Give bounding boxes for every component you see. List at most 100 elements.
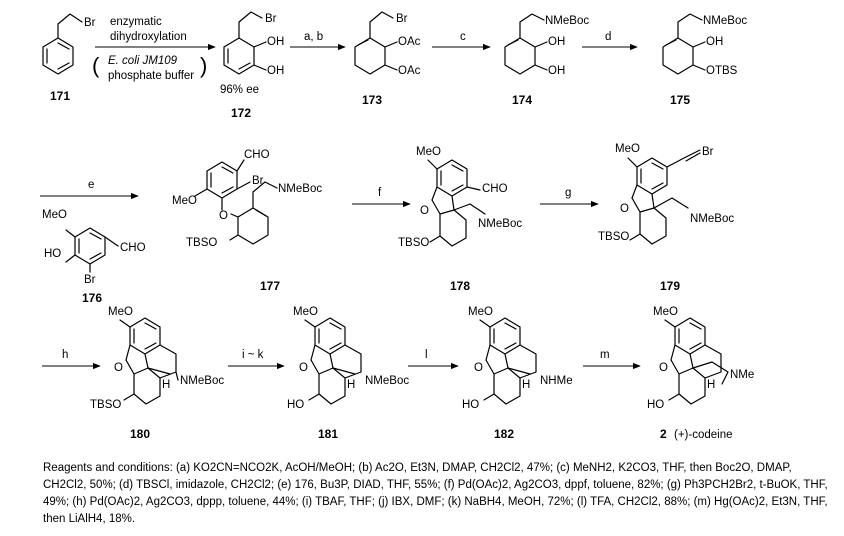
hydroxyl-label: OH xyxy=(267,65,284,77)
tbs-ether-label: TBSO xyxy=(598,231,629,243)
nmeboc-label: NMeBoc xyxy=(478,218,522,230)
arrow-label: l xyxy=(425,349,428,361)
hydroxyl-label: OH xyxy=(267,36,284,48)
tbs-ether-label: TBSO xyxy=(90,399,121,411)
nmeboc-label: NMeBoc xyxy=(690,213,734,225)
hydroxyl-label: OH xyxy=(706,36,723,48)
bromo-label: Br xyxy=(265,13,277,25)
ether-oxygen-label: O xyxy=(299,362,308,374)
compound-number: 172 xyxy=(231,106,251,120)
arrow-label: m xyxy=(600,349,610,361)
arrow-label: d xyxy=(605,31,611,43)
compound-number: 180 xyxy=(130,427,150,441)
arrow-label-line3: E. coli JM109 xyxy=(108,55,178,67)
reaction-arrow-c: c xyxy=(432,31,491,51)
compound-179: MeO Br O NMeBoc TBSO 179 xyxy=(598,143,734,293)
arrow-label: i ~ k xyxy=(242,349,264,361)
ether-oxygen-label: O xyxy=(420,205,429,217)
compound-number: 175 xyxy=(670,93,690,107)
compound-181: MeO O NMeBoc H HO 181 xyxy=(287,306,409,441)
nmeboc-label: NMeBoc xyxy=(703,15,747,27)
compound-171: Br 171 xyxy=(42,13,96,103)
reaction-arrow-d: d xyxy=(582,31,638,51)
compound-number: 174 xyxy=(512,93,532,107)
hydroxyl-label: HO xyxy=(287,399,304,411)
footnote-text: Reagents and conditions: (a) KO2CN=NCO2K… xyxy=(43,462,828,525)
methoxy-label: MeO xyxy=(468,306,493,318)
nmeboc-label: NMeBoc xyxy=(365,375,409,387)
methoxy-label: MeO xyxy=(615,143,640,155)
nme-label: NMe xyxy=(730,369,754,381)
benzene-ring-structure xyxy=(42,13,83,75)
ether-oxygen-label: O xyxy=(114,362,123,374)
arrow-label-line4: phosphate buffer xyxy=(108,70,194,82)
tbs-ether-label: TBSO xyxy=(186,237,217,249)
compound-176: MeO HO Br CHO 176 xyxy=(42,209,146,305)
compound-number: 178 xyxy=(450,279,470,293)
methoxy-label: MeO xyxy=(108,306,133,318)
reaction-arrow-ik: i ~ k xyxy=(228,349,285,370)
compound-number: 176 xyxy=(82,291,102,305)
synthesis-scheme: Br 171 enzymatic dihydroxylation ( E. co… xyxy=(40,11,754,441)
methoxy-label: MeO xyxy=(416,146,441,158)
compound-number: 182 xyxy=(494,427,514,441)
compound-175: NMeBoc OH OTBS 175 xyxy=(662,13,747,107)
compound-2-codeine: MeO O NMe H HO 2 (+)-codeine xyxy=(647,306,754,441)
aldehyde-label: CHO xyxy=(120,242,146,254)
methoxy-label: MeO xyxy=(653,306,678,318)
arrow-label-line2: dihydroxylation xyxy=(110,31,187,43)
acetate-label: OAc xyxy=(398,65,421,77)
acetate-label: OAc xyxy=(398,36,421,48)
bromo-label: Br xyxy=(84,274,96,286)
nmeboc-label: NMeBoc xyxy=(545,15,589,27)
bromo-label: Br xyxy=(252,175,264,187)
ether-oxygen-label: O xyxy=(219,210,228,222)
reaction-arrow-g: g xyxy=(540,187,599,208)
bromo-label: Br xyxy=(702,146,714,158)
arrow-label-line1: enzymatic xyxy=(110,16,162,28)
ether-oxygen-label: O xyxy=(620,203,629,215)
reaction-arrow-l: l xyxy=(408,349,459,370)
arrow-label: g xyxy=(565,187,571,199)
methoxy-label: MeO xyxy=(172,195,197,207)
compound-name: (+)-codeine xyxy=(674,429,733,441)
methoxy-label: MeO xyxy=(42,209,67,221)
reaction-arrow-h: h xyxy=(42,349,101,370)
reaction-arrow-f: f xyxy=(352,187,411,208)
compound-174: NMeBoc OH OH 174 xyxy=(504,13,589,107)
compound-172: Br OH OH 96% ee 172 xyxy=(220,11,284,120)
reaction-arrow-ab: a, b xyxy=(290,31,346,51)
nhme-label: NHMe xyxy=(540,375,573,387)
hydroxyl-label: OH xyxy=(548,65,565,77)
compound-177: CHO Br NMeBoc MeO O TBSO 177 xyxy=(172,149,322,293)
hydrogen-label: H xyxy=(522,379,530,391)
arrow-label: a, b xyxy=(304,31,323,43)
hydrogen-label: H xyxy=(347,379,355,391)
arrow-label: c xyxy=(460,31,466,43)
ether-oxygen-label: O xyxy=(659,362,668,374)
compound-180: MeO O NMeBoc H TBSO 180 xyxy=(90,306,224,441)
reaction-arrow-m: m xyxy=(583,349,641,370)
bromo-label: Br xyxy=(84,17,96,29)
compound-number: 181 xyxy=(318,427,338,441)
compound-number: 171 xyxy=(50,89,70,103)
arrow-label: f xyxy=(378,187,382,199)
arrow-label: e xyxy=(88,179,94,191)
compound-number: 173 xyxy=(362,93,382,107)
paren-right: ) xyxy=(200,53,207,78)
hydroxyl-label: HO xyxy=(647,399,664,411)
enantiomeric-excess: 96% ee xyxy=(220,84,259,96)
aldehyde-label: CHO xyxy=(482,183,508,195)
reaction-arrow-dihydroxylation: enzymatic dihydroxylation ( E. coli JM10… xyxy=(92,16,216,82)
compound-173: Br OAc OAc 173 xyxy=(354,11,421,107)
methoxy-label: MeO xyxy=(293,306,318,318)
bromo-label: Br xyxy=(396,13,408,25)
hydroxyl-label: HO xyxy=(462,399,479,411)
tbs-ether-label: TBSO xyxy=(398,237,429,249)
hydroxyl-label: HO xyxy=(44,248,61,260)
reagents-and-conditions: Reagents and conditions: (a) KO2CN=NCO2K… xyxy=(43,460,833,528)
hydroxyl-label: OH xyxy=(548,36,565,48)
compound-number: 179 xyxy=(660,279,680,293)
aldehyde-label: CHO xyxy=(244,149,270,161)
arrow-label: h xyxy=(62,349,68,361)
